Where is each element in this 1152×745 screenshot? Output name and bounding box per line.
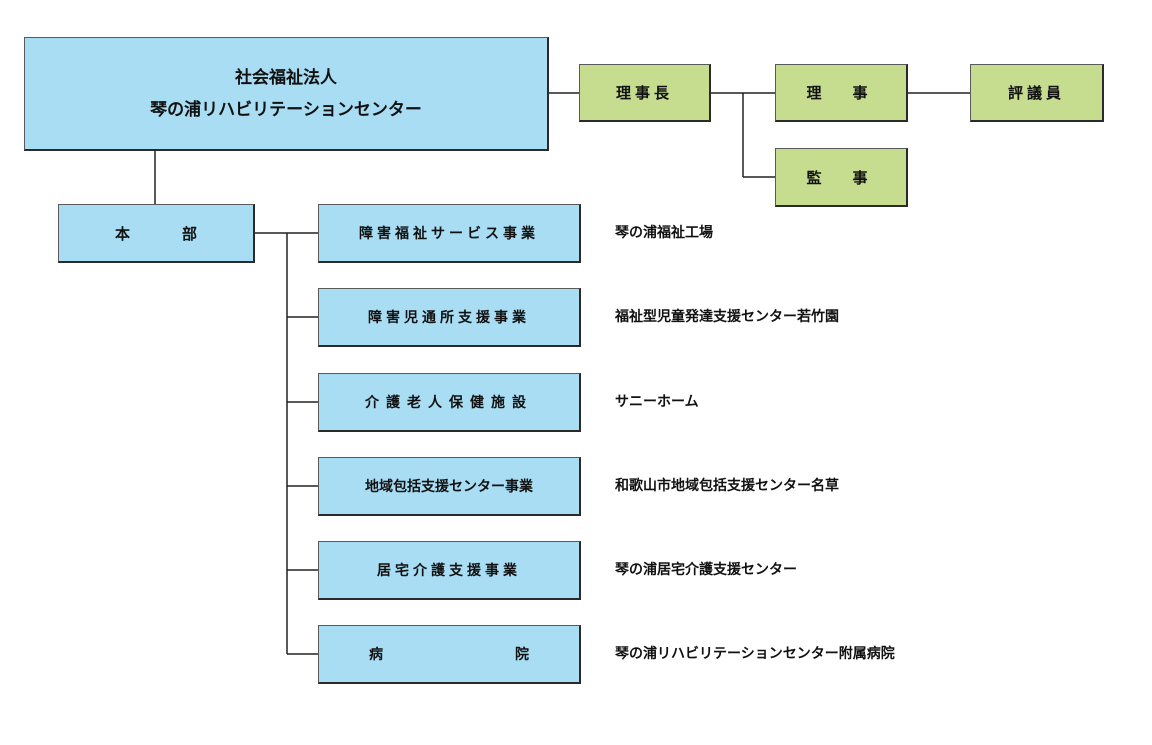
auditor-box: 監 事 bbox=[775, 148, 908, 207]
chairman-label: 理事長 bbox=[615, 84, 673, 102]
councilor-label: 評議員 bbox=[1007, 84, 1065, 102]
headquarters-label-right: 部 bbox=[181, 224, 197, 243]
division-label: 障害児通所支援事業 bbox=[368, 310, 530, 326]
headquarters-label-left: 本 bbox=[115, 224, 131, 243]
division-box-child-support: 障害児通所支援事業 bbox=[318, 288, 581, 347]
division-label-left: 病 bbox=[369, 647, 383, 663]
corporation-type: 社会福祉法人 bbox=[235, 67, 337, 88]
division-label: 地域包括支援センター事業 bbox=[365, 479, 533, 495]
headquarters-box: 本 部 bbox=[58, 204, 255, 263]
division-label: 居宅介護支援事業 bbox=[377, 563, 521, 579]
director-box: 理 事 bbox=[775, 64, 908, 122]
councilor-box: 評議員 bbox=[970, 64, 1104, 122]
facility-label: 琴の浦居宅介護支援センター bbox=[615, 562, 797, 578]
corporation-box: 社会福祉法人 琴の浦リハビリテーションセンター bbox=[24, 37, 549, 151]
auditor-label: 監 事 bbox=[806, 168, 876, 187]
director-label: 理 事 bbox=[806, 84, 876, 102]
facility-label: サニーホーム bbox=[615, 394, 699, 410]
division-box-community-support: 地域包括支援センター事業 bbox=[318, 457, 581, 516]
division-box-home-care: 居宅介護支援事業 bbox=[318, 541, 581, 600]
facility-label: 和歌山市地域包括支援センター名草 bbox=[615, 478, 839, 494]
chairman-box: 理事長 bbox=[579, 64, 711, 122]
division-box-hospital: 病 院 bbox=[318, 625, 581, 684]
facility-label: 琴の浦リハビリテーションセンター附属病院 bbox=[615, 646, 895, 662]
division-label: 介護老人保健施設 bbox=[365, 395, 533, 411]
facility-label: 琴の浦福祉工場 bbox=[615, 225, 713, 241]
division-box-welfare-service: 障害福祉サービス事業 bbox=[318, 204, 581, 263]
facility-label: 福祉型児童発達支援センター若竹園 bbox=[615, 309, 839, 325]
corporation-name: 琴の浦リハビリテーションセンター bbox=[150, 99, 422, 120]
division-box-elderly-care: 介護老人保健施設 bbox=[318, 373, 581, 432]
division-label: 障害福祉サービス事業 bbox=[359, 226, 539, 242]
division-label-right: 院 bbox=[515, 647, 529, 663]
